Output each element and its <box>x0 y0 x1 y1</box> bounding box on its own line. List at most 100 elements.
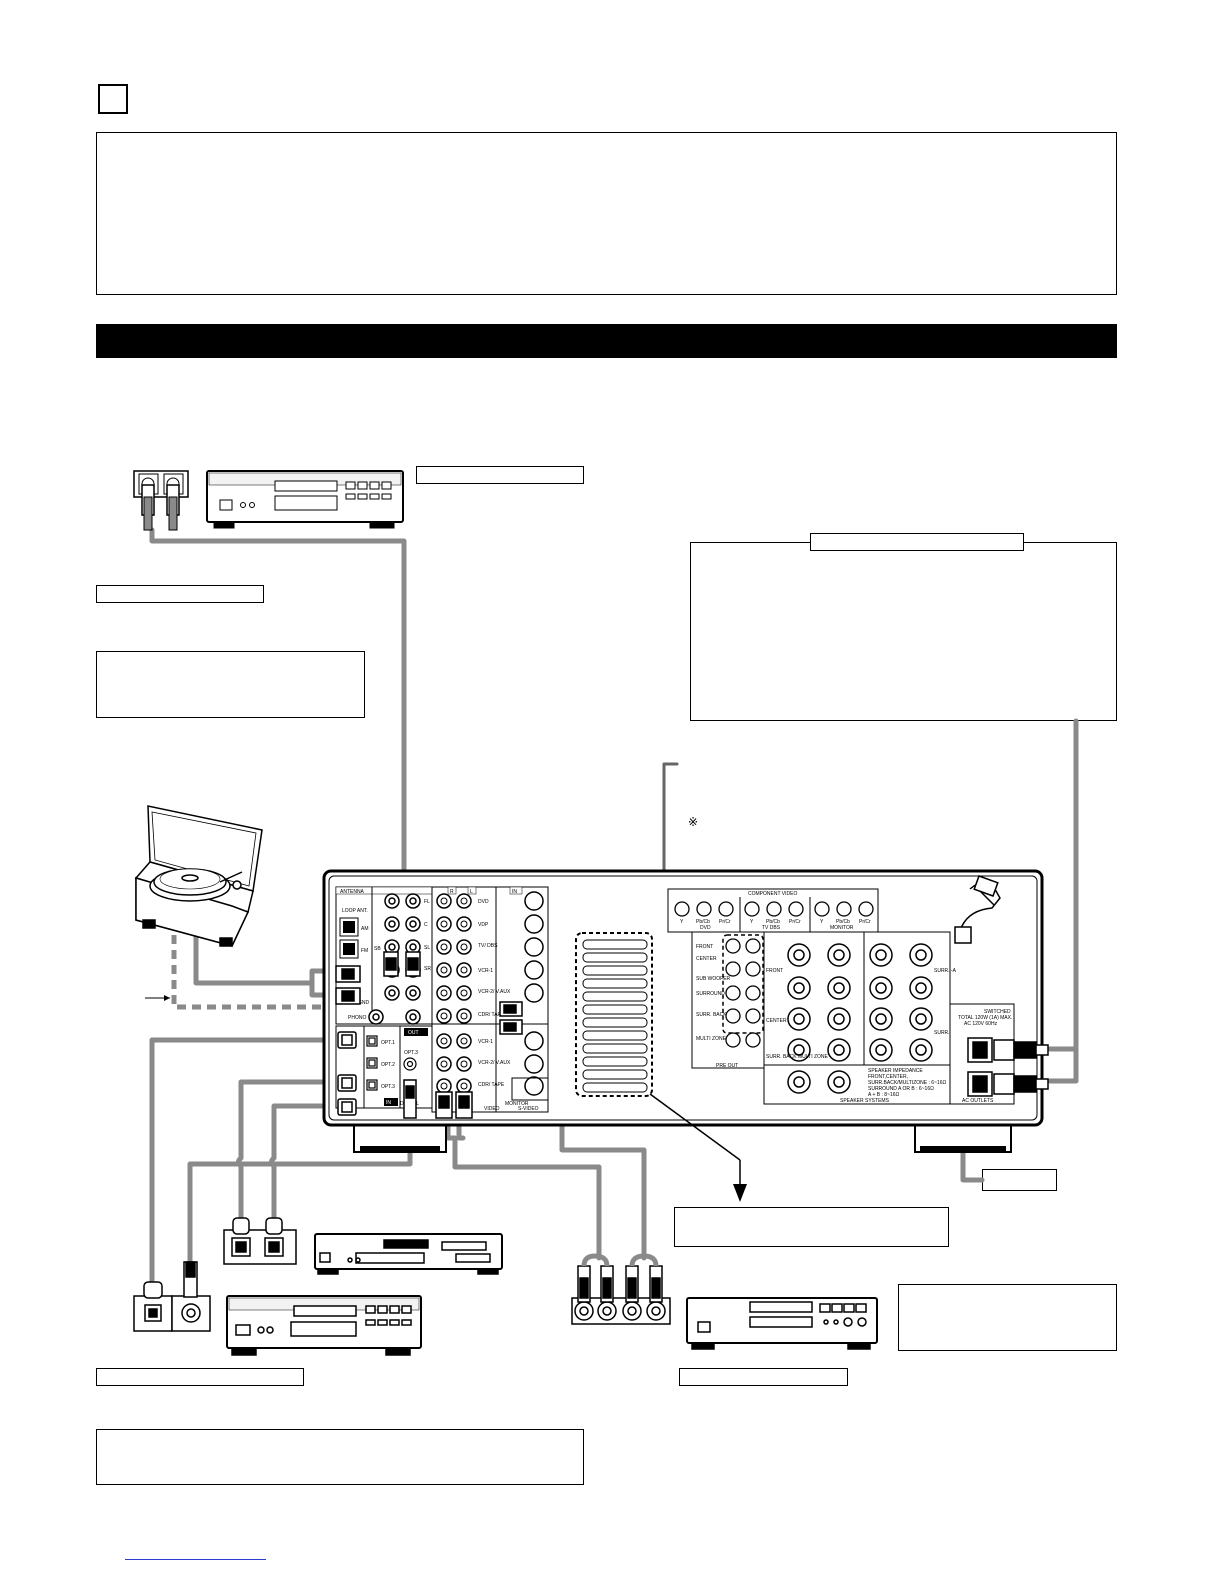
digital-source-jacks <box>133 1261 211 1332</box>
speaker-impedance-title: SPEAKER IMPEDANCE <box>868 1068 923 1074</box>
input-cdrtape: CDR/ TAPE <box>478 1012 505 1018</box>
page-link-underline <box>125 1559 266 1560</box>
preout-front: FRONT <box>696 944 713 950</box>
ac-rating: AC 120V 60Hz <box>964 1021 998 1027</box>
intro-text-frame <box>96 132 1117 295</box>
ch-c: C <box>424 922 428 928</box>
comp-y-3: Y <box>820 919 824 925</box>
section-checkbox <box>98 84 128 114</box>
impedance-line-1: FRONT,CENTER, <box>868 1074 908 1080</box>
svideo-label: S-VIDEO <box>518 1106 539 1112</box>
preout-surround: SURROUND <box>696 991 725 997</box>
switched-label: SWITCHED <box>984 1009 1011 1015</box>
digital-in-label: IN <box>386 1100 391 1106</box>
turntable-label <box>96 585 264 603</box>
spk-surrback: SURR. BACK MULTI ZONE <box>766 1054 829 1060</box>
opt3-label: OPT.3 <box>381 1084 395 1090</box>
impedance-line-3: SURROUND A OR B : 6~16Ω <box>868 1086 934 1092</box>
loop-ant-label: LOOP ANT. <box>342 908 368 914</box>
output-cdrtape: CDR/ TAPE <box>478 1082 505 1088</box>
turntable-note-frame <box>96 651 365 718</box>
impedance-line-4: A + B : 8~16Ω <box>868 1092 900 1098</box>
opt2-label: OPT.2 <box>381 1062 395 1068</box>
video-label: VIDEO <box>484 1106 500 1112</box>
preout-center: CENTER <box>696 956 717 962</box>
optical-jacks-md <box>223 1217 297 1265</box>
cable-opt1 <box>149 1037 349 1287</box>
input-dvd: DVD <box>478 899 489 905</box>
ch-sr: SR <box>424 966 431 972</box>
ac-outlet-note-frame <box>690 542 1117 721</box>
md-deck <box>314 1233 503 1275</box>
comp-y-1: Y <box>680 919 684 925</box>
receiver-rear-panel: ANTENNA LOOP ANT. AM FM FL C SL SR SB PH… <box>322 869 1049 1202</box>
tape-deck <box>686 1297 878 1350</box>
cd-player-top <box>206 470 404 529</box>
cable-ac-outlet-2 <box>1047 1046 1079 1084</box>
ac-outlet-note-title <box>810 533 1024 551</box>
monitor-label: MONITOR <box>505 1101 529 1107</box>
digital-source-label <box>96 1368 304 1386</box>
opt3-out-label: OPT.3 <box>404 1050 418 1056</box>
gnd-label: GND <box>358 1000 370 1006</box>
antenna-label: ANTENNA <box>340 889 365 895</box>
cable-cd <box>149 527 407 881</box>
output-vcr2: VCR-2/ V.AUX <box>478 1060 511 1066</box>
cd-jacks <box>133 470 189 531</box>
section-heading-bar <box>96 324 1117 358</box>
output-vcr1: VCR-1 <box>478 1039 493 1045</box>
ac-outlets-label: AC OUTLETS <box>962 1098 994 1104</box>
tape-deck-jacks <box>571 1265 671 1325</box>
tape-deck-note-frame <box>898 1284 1117 1351</box>
input-vdp: VDP <box>478 922 489 928</box>
tape-deck-label <box>679 1368 848 1386</box>
comp-pr-1: Pr/Cr <box>719 919 731 925</box>
cd-player-label <box>416 466 584 484</box>
preout-label: PRE OUT <box>716 1063 738 1069</box>
in-label: IN <box>512 889 517 895</box>
cable-tape-a <box>445 1115 602 1261</box>
cables <box>149 527 1079 1287</box>
comp-dvd: DVD <box>700 925 711 931</box>
input-vcr2: VCR-2/ V.AUX <box>478 989 511 995</box>
preout-multizone: MULTI ZONE <box>696 1036 727 1042</box>
comp-tvdbs: TV DBS <box>762 925 781 931</box>
digital-source-deck <box>226 1295 422 1356</box>
spk-surr-b: SURR. -B <box>934 1030 957 1036</box>
comp-y-2: Y <box>750 919 754 925</box>
spk-front: FRONT <box>766 968 783 974</box>
l-label: L <box>470 889 473 895</box>
phono-label: PHONO <box>348 1015 366 1021</box>
r-label: R <box>450 889 454 895</box>
ventilation-note-frame <box>674 1207 949 1247</box>
opt1-label: OPT.1 <box>381 1040 395 1046</box>
impedance-line-2: SURR.BACK/MULTIZONE : 6~16Ω <box>868 1080 947 1086</box>
preout-surrback: SURR. BACK <box>696 1012 727 1018</box>
ch-sb: SB <box>374 946 381 952</box>
comp-monitor: MONITOR <box>830 925 854 931</box>
am-label: AM <box>361 926 369 932</box>
input-tvdbs: TV/ DBS <box>478 943 498 949</box>
preout-subwoofer: SUB WOOFER <box>696 976 731 982</box>
tape-cable-loops <box>581 1253 659 1267</box>
input-vcr1: VCR-1 <box>478 968 493 974</box>
cable-ac-outlet <box>1047 718 1079 1052</box>
comp-pr-3: Pr/Cr <box>859 919 871 925</box>
spk-center: CENTER <box>766 1018 787 1024</box>
fm-label: FM <box>361 948 368 954</box>
spk-surr-a: SURR. -A <box>934 968 957 974</box>
turntable <box>134 805 263 947</box>
comp-pb-2: Pb/Cb <box>766 919 780 925</box>
digital-note-frame <box>96 1429 584 1485</box>
ground-wire <box>171 935 340 1010</box>
component-video-label: COMPONENT VIDEO <box>748 891 797 897</box>
ch-fl: FL <box>424 899 430 905</box>
switched-rating: TOTAL 120W (1A) MAX. <box>958 1015 1012 1021</box>
speaker-systems-label: SPEAKER SYSTEMS <box>840 1098 890 1104</box>
ch-sl: SL <box>424 945 430 951</box>
digital-out-label: OUT <box>408 1030 419 1036</box>
comp-pr-2: Pr/Cr <box>789 919 801 925</box>
comp-pb-3: Pb/Cb <box>836 919 850 925</box>
comp-pb-1: Pb/Cb <box>696 919 710 925</box>
